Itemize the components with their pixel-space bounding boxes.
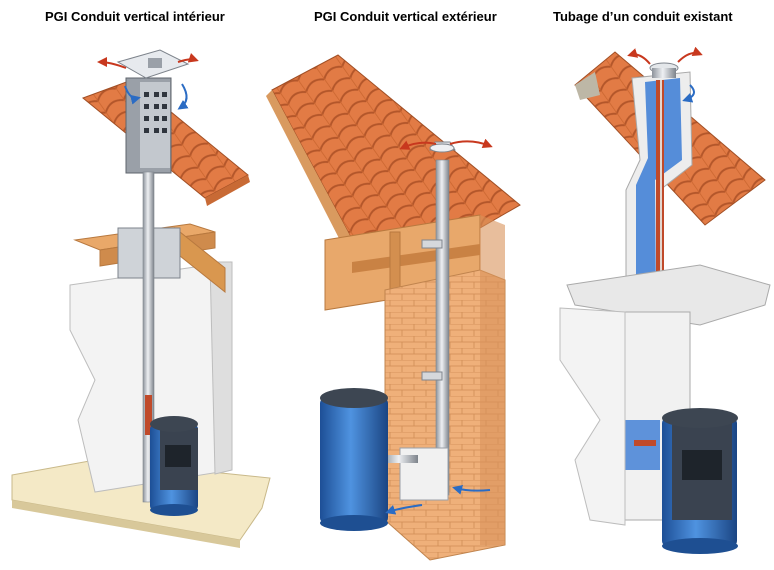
title-retrofit: Tubage d’un conduit existant (553, 9, 733, 24)
retrofit-scene (559, 46, 771, 554)
intake-arrow-retrofit (682, 84, 695, 103)
intake-arrow-left (124, 85, 141, 105)
exterior-flue-pipe (435, 159, 450, 496)
intake-arrow-exterior (452, 484, 491, 495)
chimney-insulation (636, 78, 682, 305)
exhaust-arrow-left (97, 57, 127, 69)
exterior-scene (266, 54, 521, 561)
exhaust-arrow-left-2 (399, 140, 437, 150)
pellet-stove-retrofit (662, 408, 738, 554)
title-exterior: PGI Conduit vertical extérieur (314, 9, 497, 24)
title-interior: PGI Conduit vertical intérieur (45, 9, 225, 24)
interior-scene (11, 49, 271, 548)
retrofit-wall (559, 307, 626, 526)
pellet-stove-interior (150, 416, 198, 516)
wall-bracket-lower (421, 371, 443, 381)
exhaust-arrow-left-3 (627, 48, 651, 65)
exhaust-arrow-right-3 (677, 46, 703, 63)
exhaust-arrow-right (177, 53, 199, 63)
intake-arrow-stove (385, 504, 423, 515)
intake-arrow-right (177, 83, 189, 110)
pellet-stove-exterior (320, 388, 388, 531)
wall-bracket-upper (421, 239, 443, 249)
ceiling-slab (566, 264, 771, 326)
exhaust-arrow-right-2 (449, 138, 493, 149)
interior-flue-pipe (142, 171, 155, 503)
